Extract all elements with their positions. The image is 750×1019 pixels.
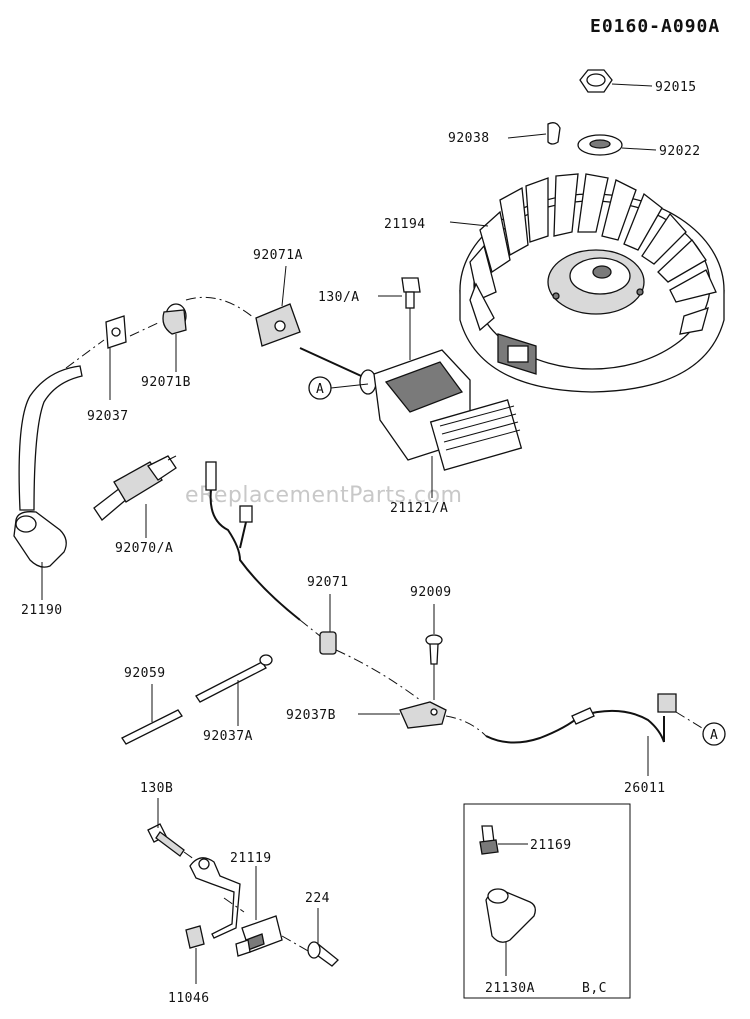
inset-models-label: B,C	[582, 981, 607, 996]
inset-box-models	[463, 803, 631, 999]
tie-strap-92037a	[195, 654, 273, 726]
label-92038: 92038	[448, 131, 490, 146]
label-92037b: 92037B	[286, 708, 336, 723]
screw-92009	[425, 604, 443, 700]
clip-92037	[105, 315, 127, 400]
flywheel-21194	[449, 173, 725, 393]
label-92037a: 92037A	[203, 729, 253, 744]
watermark-text: eReplacementParts.com	[185, 483, 462, 508]
label-21190: 21190	[21, 603, 63, 618]
ref-circle-a-lower	[675, 711, 726, 746]
label-92037: 92037	[87, 409, 129, 424]
label-21119: 21119	[230, 851, 272, 866]
label-21194: 21194	[384, 217, 426, 232]
pin-92059	[121, 684, 183, 745]
grommet-92071	[319, 594, 337, 655]
label-92009: 92009	[410, 585, 452, 600]
pulsar-coil-21119	[223, 866, 311, 957]
label-92071: 92071	[307, 575, 349, 590]
bolt-130b	[147, 798, 199, 863]
bracket-92037b	[358, 701, 447, 729]
ht-lead	[18, 365, 83, 511]
label-224: 224	[305, 891, 330, 906]
label-92022: 92022	[659, 144, 701, 159]
ref-circle-a-upper	[308, 376, 369, 400]
label-92059: 92059	[124, 666, 166, 681]
label-21121a: 21121/A	[390, 501, 448, 516]
cap-92071b	[162, 303, 187, 372]
label-92015: 92015	[655, 80, 697, 95]
ignition-coil-21121a	[299, 347, 523, 498]
label-92071a: 92071A	[253, 248, 303, 263]
spark-plug-92070a	[93, 455, 177, 538]
label-11046: 11046	[168, 991, 210, 1006]
nut-92015	[579, 69, 653, 93]
label-130a: 130/A	[318, 290, 360, 305]
coil-lead-wire	[205, 461, 301, 621]
label-26011: 26011	[624, 781, 666, 796]
ref-a-upper-text: A	[316, 382, 324, 397]
spacer-92071a	[255, 265, 301, 347]
key-92038	[507, 122, 561, 145]
ref-a-lower-text: A	[710, 728, 718, 743]
lead-wire-26011	[445, 693, 677, 776]
diagram-code: E0160-A090A	[590, 16, 720, 37]
bracket-11046	[185, 857, 241, 984]
label-21130a: 21130A	[485, 981, 535, 996]
label-92070a: 92070/A	[115, 541, 173, 556]
label-92071b: 92071B	[141, 375, 191, 390]
label-21169: 21169	[530, 838, 572, 853]
washer-92022	[577, 134, 657, 156]
label-130b: 130B	[140, 781, 173, 796]
screw-224	[307, 908, 339, 967]
bolt-130a	[378, 277, 421, 360]
plug-cap-21190	[13, 511, 67, 600]
